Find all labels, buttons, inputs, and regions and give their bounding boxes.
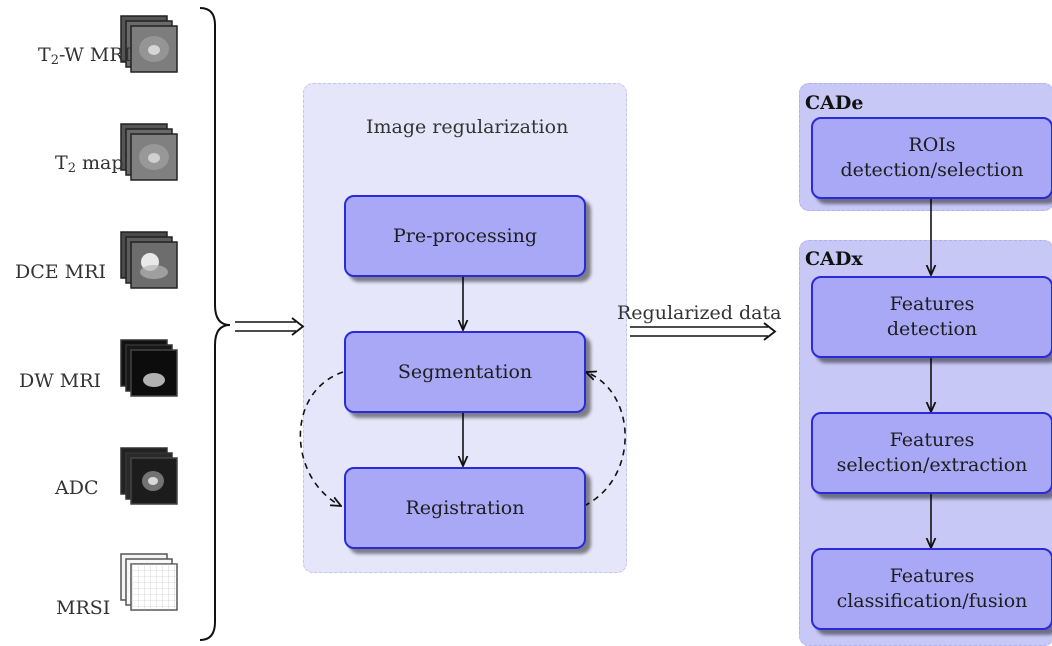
roi-line2: detection/selection	[840, 159, 1024, 181]
registration-label: Registration	[405, 496, 525, 519]
features-detection-line2: detection	[886, 318, 978, 340]
input-label-t2-map: T2 map	[55, 152, 124, 176]
features-selection-line2: selection/extraction	[836, 454, 1028, 476]
loop-registration-to-segmentation	[583, 372, 626, 507]
features-classification-box: Features classification/fusion	[811, 548, 1052, 630]
roi-line1: ROIs	[908, 134, 956, 156]
t2w-mri-image-stack	[120, 15, 178, 73]
segmentation-box: Segmentation	[344, 331, 586, 413]
input-label-mrsi: MRSI	[56, 597, 111, 619]
input-label-dw-mri: DW MRI	[19, 370, 102, 392]
cadx-title: CADx	[805, 248, 863, 270]
regularized-data-arrow	[630, 322, 777, 341]
regularized-data-label: Regularized data	[617, 302, 782, 324]
preprocessing-box: Pre-processing	[344, 195, 586, 277]
loop-segmentation-to-registration	[299, 371, 344, 506]
t2-map-image-stack	[120, 123, 178, 181]
adc-image-stack	[120, 447, 178, 505]
features-selection-line1: Features	[889, 429, 975, 451]
features-selection-box: Features selection/extraction	[811, 412, 1052, 494]
input-brace	[199, 7, 231, 641]
features-classification-line1: Features	[889, 565, 975, 587]
features-detection-box: Features detection	[811, 276, 1052, 358]
features-detection-line1: Features	[889, 293, 975, 315]
preprocessing-label: Pre-processing	[392, 224, 538, 247]
cade-title: CADe	[805, 92, 864, 114]
segmentation-label: Segmentation	[397, 360, 533, 383]
input-label-adc: ADC	[55, 477, 99, 499]
input-label-dce-mri: DCE MRI	[15, 261, 106, 283]
input-label-t2w-mri: T2-W MRI	[38, 44, 132, 68]
image-regularization-title: Image regularization	[366, 116, 569, 138]
dw-mri-image-stack	[120, 339, 178, 397]
roi-detection-box: ROIs detection/selection	[811, 117, 1052, 199]
registration-box: Registration	[344, 467, 586, 549]
dce-mri-image-stack	[120, 231, 178, 289]
mrsi-image-stack	[120, 553, 178, 611]
input-double-arrow	[235, 317, 305, 336]
features-classification-line2: classification/fusion	[836, 590, 1028, 612]
